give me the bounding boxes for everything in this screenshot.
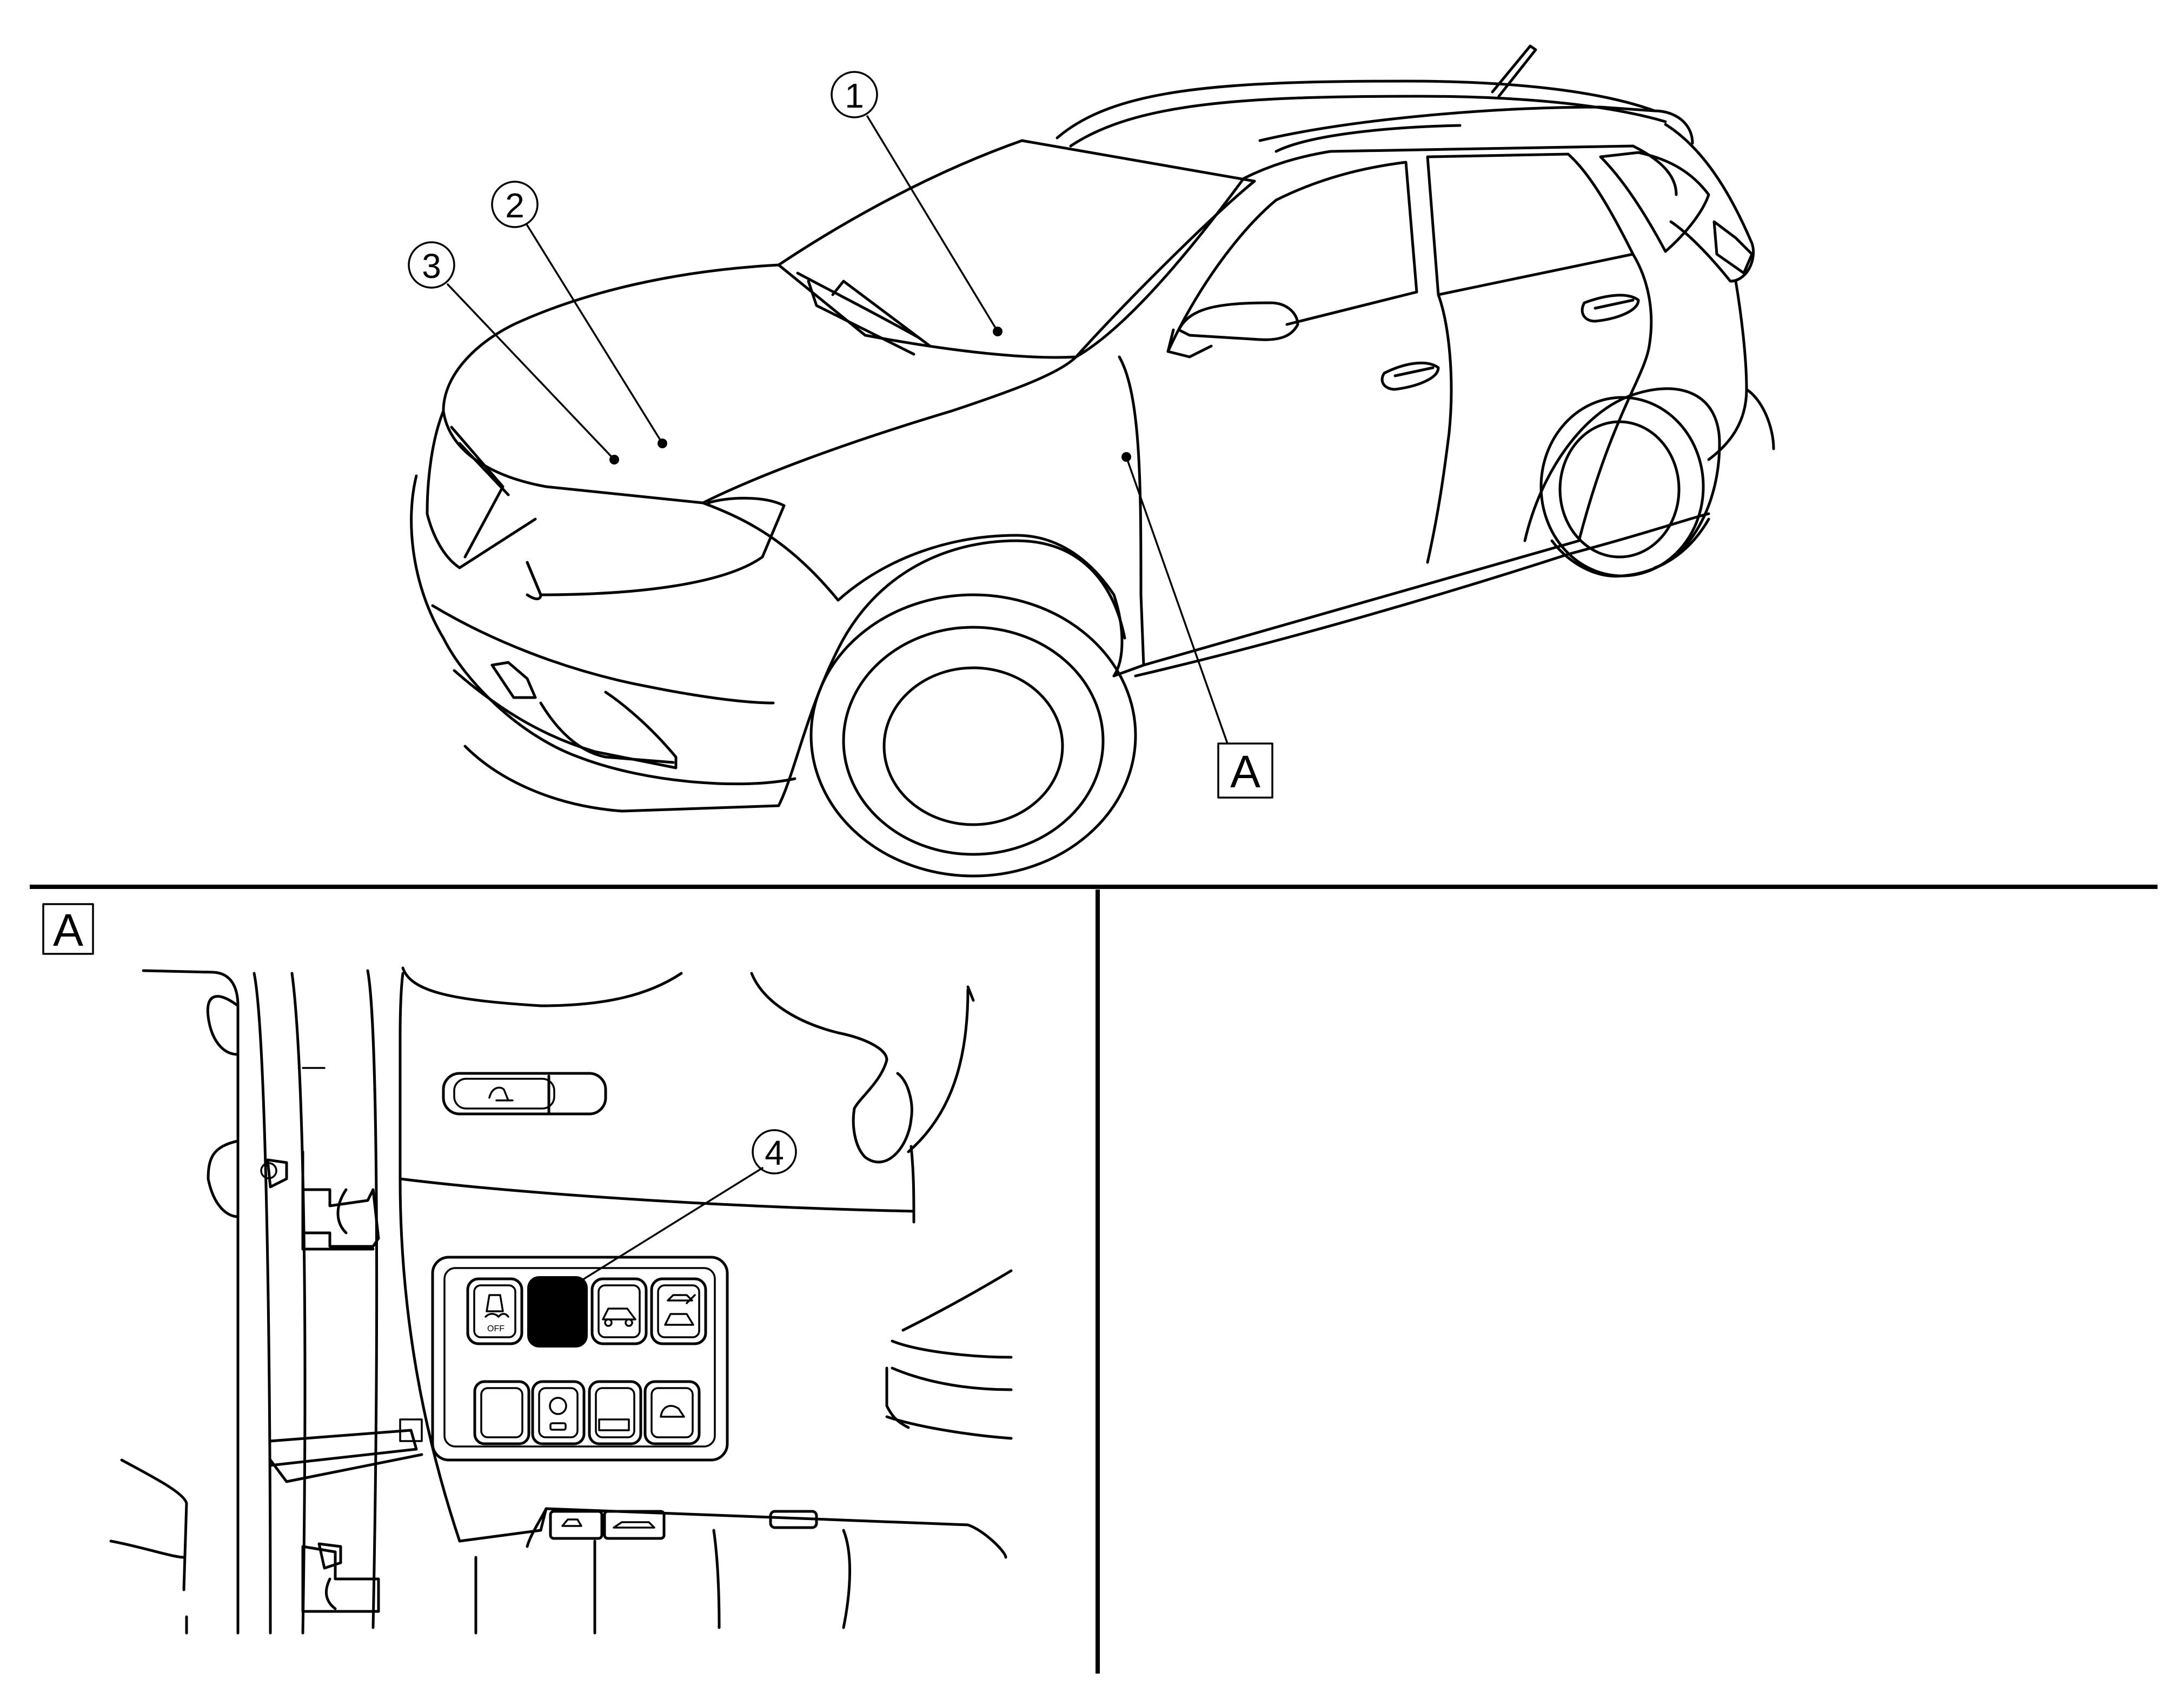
switch-hill-descent[interactable] (590, 1277, 648, 1345)
indicator-points (609, 327, 1131, 464)
vehicle-illustration (410, 44, 1775, 878)
detail-marker-a: A (1230, 746, 1260, 797)
switch-4-highlighted[interactable] (527, 1276, 588, 1348)
switch-cluster-bezel (431, 1256, 729, 1462)
inset-marker-label: A (53, 905, 83, 955)
car-icon-2 (664, 1313, 694, 1326)
car-wave-icon (667, 1294, 696, 1304)
switch-heated-wheel[interactable] (531, 1380, 586, 1445)
callout-3-circle (408, 241, 455, 289)
callout-2-circle (491, 181, 539, 228)
lane-icon (660, 1405, 685, 1418)
lower-switch-right[interactable] (603, 1510, 666, 1540)
lower-switch-left[interactable] (549, 1510, 603, 1540)
callout-4-label: 4 (765, 1133, 784, 1172)
car-icon (602, 1308, 636, 1327)
panel-dividers (30, 885, 2158, 1674)
switch-lane[interactable] (643, 1380, 701, 1445)
callout-3-label: 3 (422, 247, 441, 286)
mirror-heater-icon (488, 1086, 514, 1101)
callout-4-circle (752, 1129, 797, 1174)
switch-vdc-off[interactable]: OFF (466, 1277, 523, 1345)
heated-wheel-icon (549, 1397, 567, 1415)
vdc-off-label: OFF (487, 1324, 504, 1333)
switch-auto-lock[interactable] (650, 1277, 707, 1345)
upper-switch-bezel (442, 1072, 607, 1116)
inset-marker-box (42, 903, 94, 955)
callouts: 1 2 3 A (408, 71, 1273, 799)
callout-1-circle (831, 71, 878, 118)
detail-marker-a-box (1217, 742, 1273, 799)
switch-blank-2[interactable] (588, 1380, 642, 1445)
callout-1-label: 1 (845, 76, 864, 115)
switch-blank-1[interactable] (473, 1380, 530, 1445)
callout-2-label: 2 (505, 186, 525, 225)
detail-inset-a: A (42, 903, 1013, 1635)
vdc-icon (486, 1294, 504, 1312)
